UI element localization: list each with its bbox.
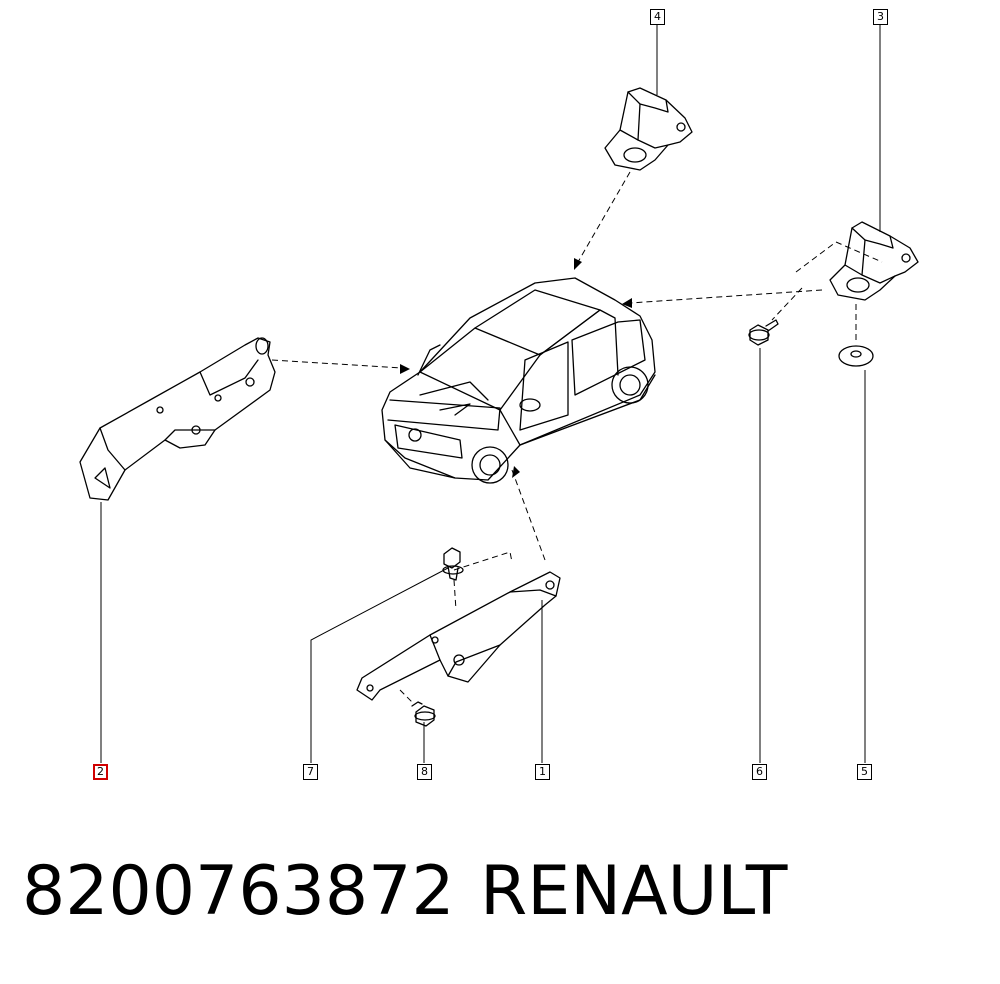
arrow-heads (400, 258, 632, 478)
brand-caption: RENAULT (480, 852, 788, 931)
callout-8[interactable]: 8 (417, 764, 432, 780)
car-illustration (381, 277, 656, 484)
bracket-part-1 (356, 571, 561, 701)
bracket-part-4 (604, 87, 693, 171)
callout-4[interactable]: 4 (650, 9, 665, 25)
callout-1[interactable]: 1 (535, 764, 550, 780)
bolt-part-8 (411, 701, 436, 727)
callout-7[interactable]: 7 (303, 764, 318, 780)
callout-2[interactable]: 2 (93, 764, 108, 780)
part-number-caption: 8200763872 (22, 852, 455, 931)
leader-lines (100, 24, 881, 763)
bracket-part-2 (79, 337, 276, 501)
assembly-arrows (271, 171, 883, 703)
callout-6[interactable]: 6 (752, 764, 767, 780)
bracket-part-3 (829, 221, 919, 301)
bolt-part-7 (442, 547, 464, 581)
washer-part-5 (838, 345, 874, 367)
callout-5[interactable]: 5 (857, 764, 872, 780)
callout-3[interactable]: 3 (873, 9, 888, 25)
bolt-part-6 (748, 319, 779, 346)
